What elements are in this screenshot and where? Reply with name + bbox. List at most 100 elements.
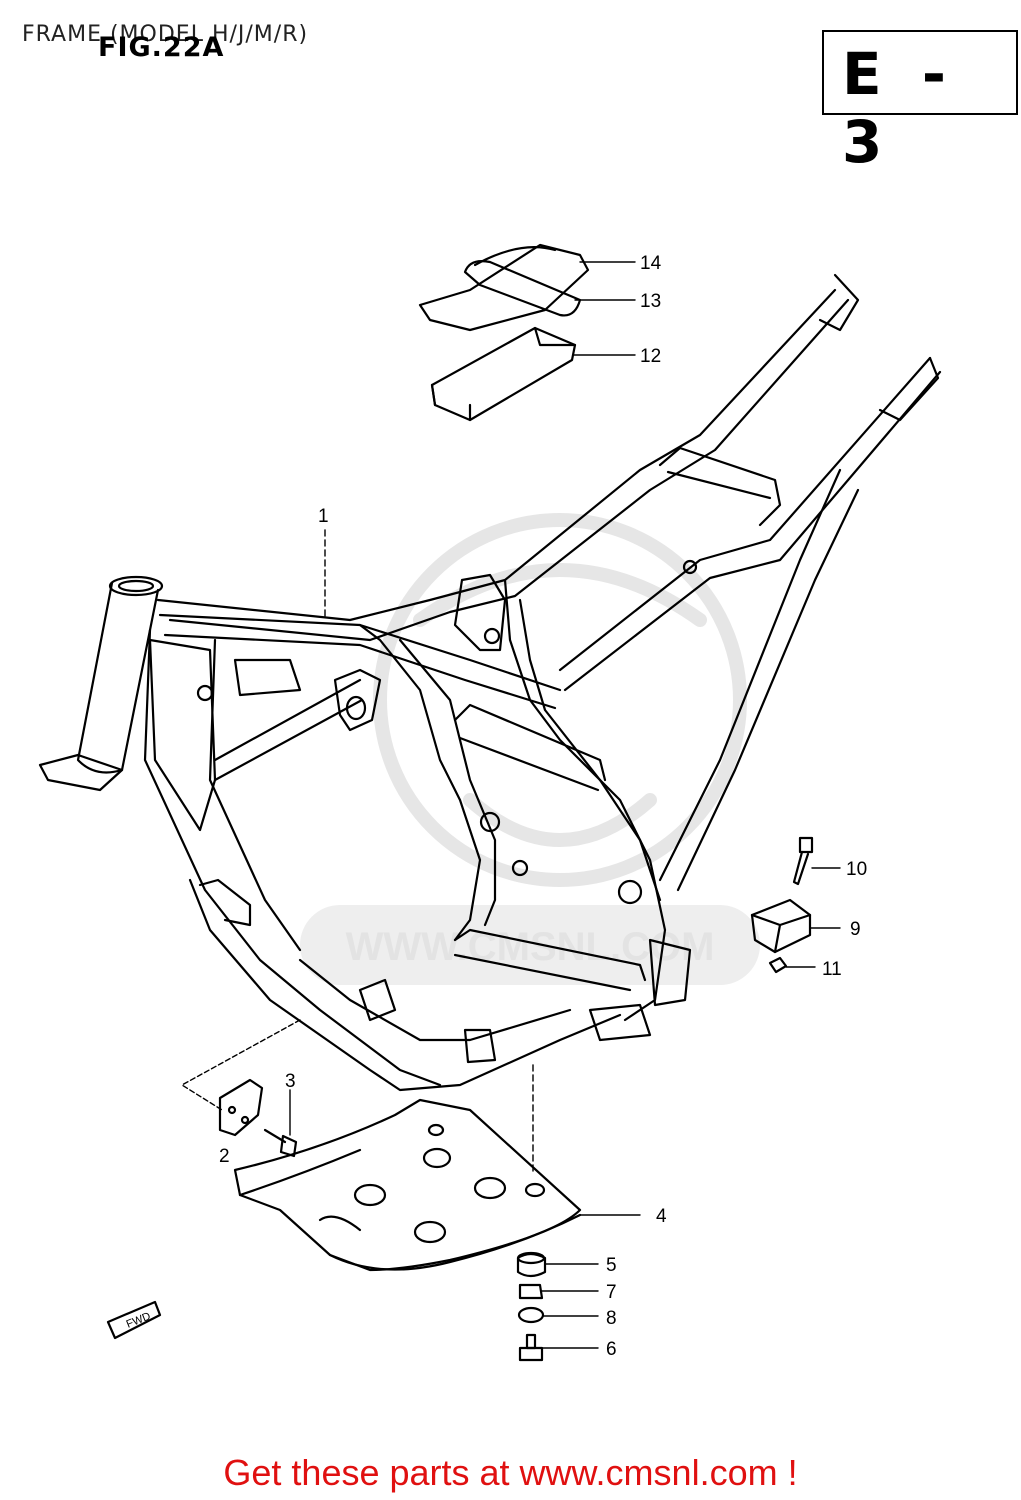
callout-10: 10 [846,859,867,880]
skid-plate-mount-hole [524,1182,546,1198]
watermark-circle [373,513,747,887]
battery-box-assembly [418,243,590,422]
bracket-and-bolt [218,1078,298,1158]
center-tube-right [503,578,667,1022]
callout-14: 14 [640,253,662,274]
rear-lower-bracket [588,1003,652,1042]
lower-left-bracket [358,978,397,1022]
washer-8 [517,1306,545,1324]
skid-plate-vent-1 [422,1147,452,1169]
callout-2: 2 [219,1146,230,1167]
seat-rail-left [558,356,932,672]
callout-9: 9 [850,919,861,940]
battery-box-tray-edges [430,326,577,422]
leader-2 [181,1019,301,1111]
mount-9 [750,898,812,954]
bolt-10-shank [792,850,810,886]
engine-hanger-top [333,668,382,732]
center-tube-left-inner [398,638,497,927]
engine-hanger-hole [345,695,367,721]
pivot-hole-upper [479,811,501,833]
skid-plate-front-lip [238,1148,362,1197]
skid-plate [233,1098,582,1272]
watermark-arc [413,563,707,627]
steering-head-bore [117,579,155,593]
tank-bracket [233,658,302,697]
skid-plate-vent-2 [473,1176,507,1200]
center-tube-right-inner [518,598,662,902]
top-tube-left [158,613,562,692]
boss-left [196,684,214,702]
watermark-banner [300,905,760,985]
boss-rear [682,559,698,575]
figure-label: FIG.22A [98,32,225,63]
callout-labels: 1 2 3 4 5 6 7 8 9 10 11 12 13 14 [219,253,867,1360]
steering-head-top [108,575,164,597]
lower-mount-boss [463,1028,497,1064]
cross-brace-front-inner [213,698,364,782]
section-code: E - 3 [842,40,956,176]
battery-strap-loop [473,246,557,267]
frame-main [38,273,942,1092]
watermark-text: WWW.CMSNL.COM [346,925,715,969]
head-stay [38,753,124,792]
lower-cradle-left [188,878,622,1092]
nut-11 [768,956,788,974]
rear-side-bracket [648,938,692,1007]
callout-7: 7 [606,1282,617,1303]
down-tube-front-inner [208,638,302,952]
pivot-hole-right [617,879,643,905]
parts-shop-link[interactable]: Get these parts at www.cmsnl.com ! [223,1452,798,1493]
down-tube-front [143,628,442,1087]
fwd-arrow-body [106,1300,162,1340]
battery-box-tray [430,326,577,422]
head-gusset [148,638,217,832]
callout-12: 12 [640,346,661,367]
callout-3: 3 [285,1071,296,1092]
skid-plate-slot [318,1215,362,1232]
boss-top [483,627,501,645]
callout-6: 6 [606,1339,617,1360]
lower-cradle-right [298,958,572,1042]
bracket-2 [218,1078,264,1137]
seat-rail-left-inner [563,370,942,692]
callout-4: 4 [656,1206,667,1227]
front-bracket [198,878,252,927]
top-tube-right [156,288,837,622]
center-tube-left [358,623,482,942]
top-tube-left-inner [163,633,557,710]
rear-down-stay-left [658,468,842,882]
skid-plate-vent-3 [353,1183,387,1207]
cross-brace-mid [453,703,607,782]
pivot-hole-mid [511,859,529,877]
section-code-box: E - 3 [822,30,1018,176]
lower-cross-tube-edge [453,953,632,992]
top-tube-right-inner [168,298,850,642]
diagram-title: FRAME (MODEL H/J/M/R) [22,22,309,47]
bolt-3-head [279,1134,298,1158]
mount-hardware [750,836,814,974]
bolt-6-head [518,1346,544,1362]
bolt-10-head [798,836,814,854]
bracket-2-hole-b [240,1115,250,1125]
small-hardware [516,1251,547,1362]
seat-rail-end-right [818,273,860,332]
callout-11: 11 [822,959,842,980]
upper-bracket [453,573,507,652]
damper-5 [516,1252,547,1278]
cross-brace-mid-edge [458,736,600,792]
bolt-6-shank [525,1333,537,1350]
bracket-2-hole-a [227,1105,237,1115]
callout-5: 5 [606,1255,617,1276]
fwd-arrow-icon: FWD [106,1300,162,1340]
rear-down-stay-left-inner [676,488,860,892]
lower-cross-tube [453,928,647,982]
rear-cross-member-edge [666,470,772,500]
damper-5-top [516,1251,546,1265]
skid-plate-rear-lip [328,1213,582,1271]
leader-lines [181,261,841,1349]
skid-plate-vent-4 [413,1220,447,1244]
battery-cover [418,243,590,332]
callout-8: 8 [606,1308,617,1329]
